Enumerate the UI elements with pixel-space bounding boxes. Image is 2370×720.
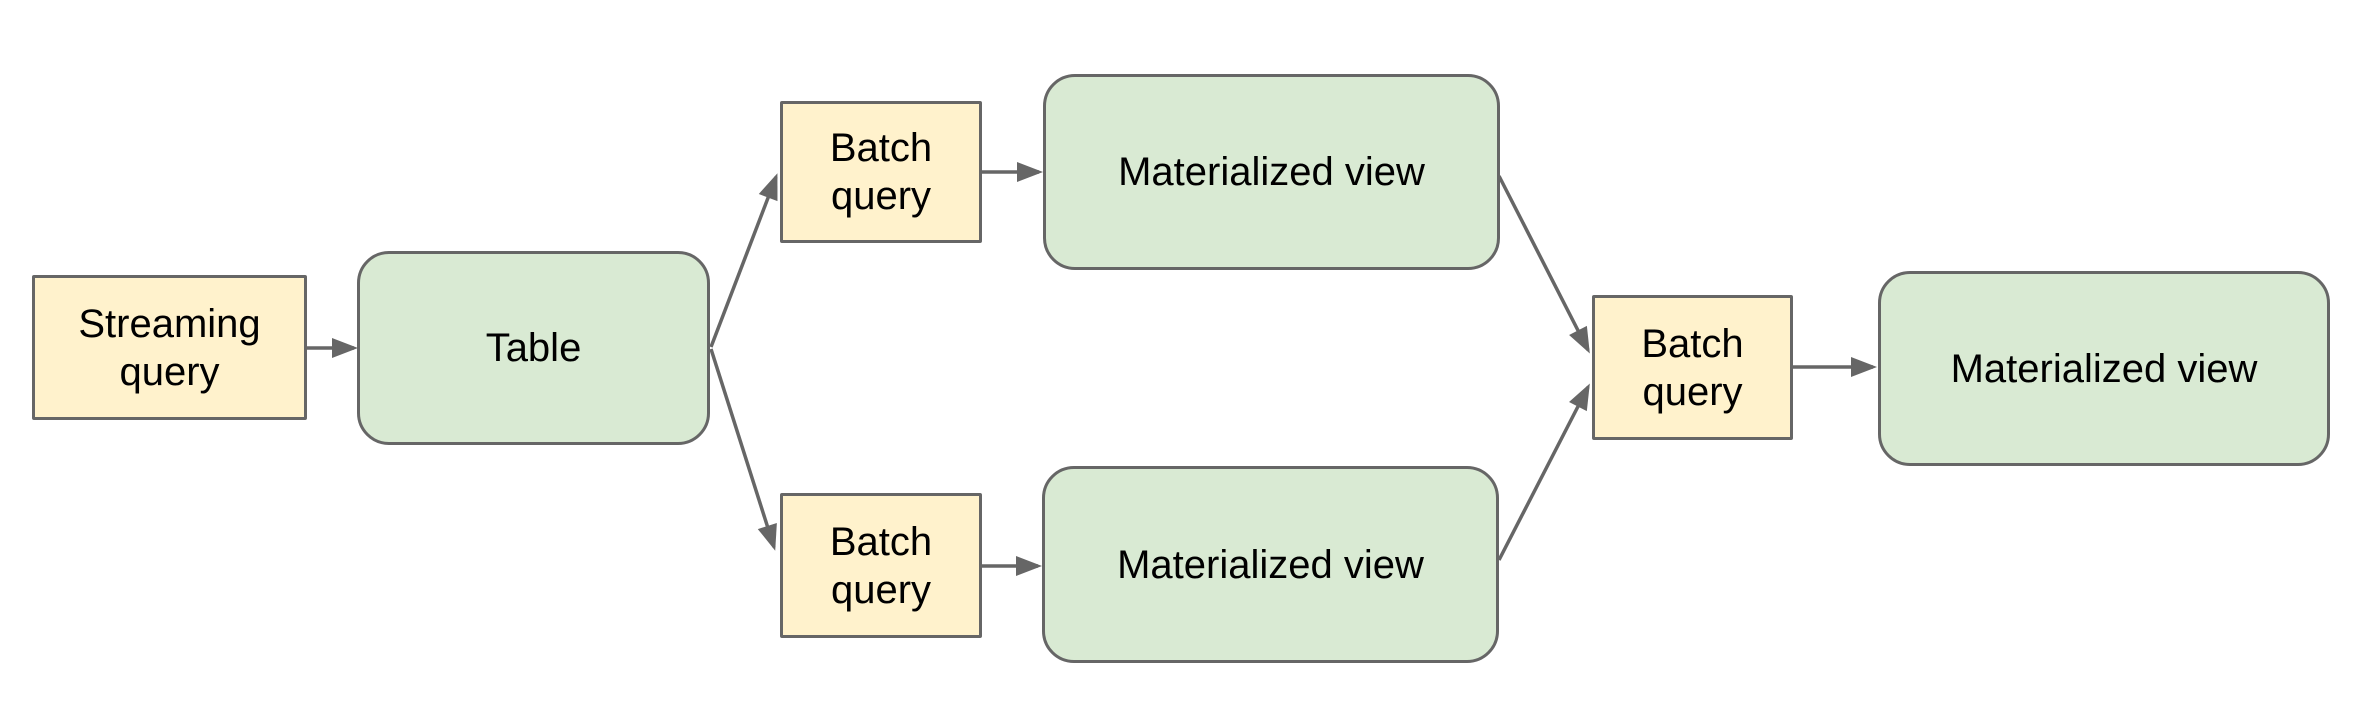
- node-batch-query-bottom: Batch query: [780, 493, 982, 638]
- node-batch-query-right: Batch query: [1592, 295, 1793, 440]
- node-label-table: Table: [485, 326, 582, 370]
- node-materialized-view-final: Materialized view: [1878, 271, 2330, 466]
- node-label-batch-query-right: Batch query: [1641, 321, 1744, 414]
- node-label-materialized-view-bottom: Materialized view: [1117, 542, 1424, 587]
- node-materialized-view-bottom: Materialized view: [1042, 466, 1499, 663]
- node-streaming-query: Streaming query: [32, 275, 307, 420]
- node-label-materialized-view-final: Materialized view: [1950, 346, 2258, 391]
- node-label-materialized-view-top: Materialized view: [1118, 150, 1425, 194]
- node-label-batch-query-top: Batch query: [829, 126, 933, 218]
- node-table: Table: [357, 251, 710, 445]
- edge-materialized-view-top-to-batch-query-right: [1497, 175, 1590, 354]
- node-label-streaming-query: Streaming query: [78, 301, 261, 394]
- edge-materialized-view-bottom-to-batch-query-right: [1497, 383, 1590, 561]
- node-label-batch-query-bottom: Batch query: [829, 519, 933, 612]
- node-batch-query-top: Batch query: [780, 101, 982, 243]
- edge-table-to-batch-query-top: [709, 173, 778, 348]
- edge-table-to-batch-query-bottom: [709, 348, 777, 551]
- node-materialized-view-top: Materialized view: [1043, 74, 1500, 270]
